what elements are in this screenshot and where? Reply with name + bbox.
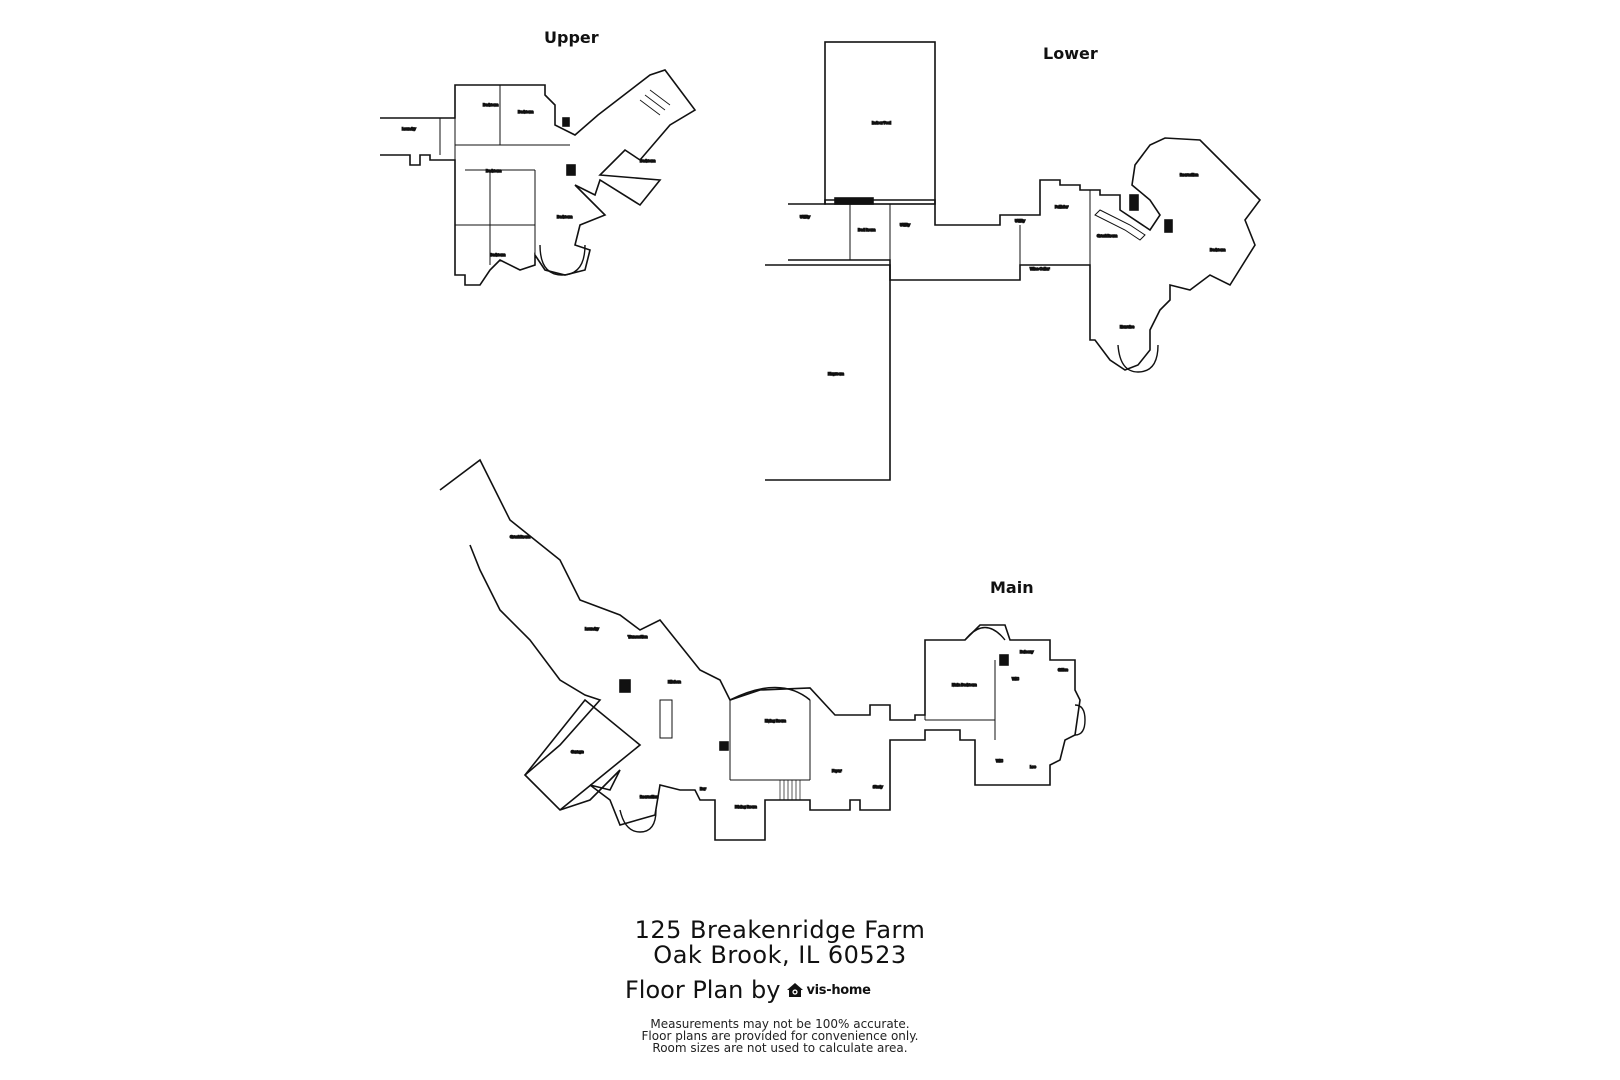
main-floor-label: Main	[990, 578, 1034, 597]
svg-text:Great Room: Great Room	[1097, 234, 1118, 238]
indoor-pool-outline	[824, 41, 936, 205]
svg-text:Bedroom: Bedroom	[483, 103, 499, 107]
svg-text:Playroom: Playroom	[828, 372, 845, 376]
svg-text:Office: Office	[1058, 668, 1068, 672]
disclaimer-line-3: Room sizes are not used to calculate are…	[652, 1041, 908, 1055]
credit-prefix: Floor Plan by	[625, 976, 781, 1004]
svg-text:Utility: Utility	[800, 215, 810, 219]
svg-text:Living Room: Living Room	[765, 719, 787, 723]
svg-text:Transaction: Transaction	[627, 635, 647, 639]
svg-text:WIC: WIC	[1012, 677, 1019, 681]
svg-text:Pellisier: Pellisier	[1055, 205, 1069, 209]
svg-text:WIC: WIC	[996, 759, 1003, 763]
svg-text:Bed Room: Bed Room	[858, 228, 876, 232]
svg-text:Bedroom: Bedroom	[486, 169, 502, 173]
svg-text:Great Room: Great Room	[510, 535, 531, 539]
svg-text:Bedroom: Bedroom	[640, 159, 656, 163]
svg-text:Foyer: Foyer	[832, 769, 842, 773]
upper-floor-label: Upper	[544, 28, 599, 47]
lower-floor-plan: Indoor Pool Bed Room Utility Pellisier G…	[765, 41, 1262, 481]
svg-text:Exercise: Exercise	[1120, 325, 1134, 329]
svg-text:Loo: Loo	[1030, 765, 1036, 769]
svg-text:Balcony: Balcony	[1020, 650, 1033, 654]
svg-text:Bedroom: Bedroom	[490, 253, 506, 257]
svg-text:Laundry: Laundry	[585, 627, 599, 631]
brand-name: vis-home	[806, 982, 871, 998]
svg-text:Study: Study	[873, 785, 883, 789]
svg-text:Utility: Utility	[1015, 219, 1025, 223]
svg-text:Kitchen: Kitchen	[668, 680, 681, 684]
upper-wall	[380, 69, 697, 286]
svg-text:Garage: Garage	[571, 750, 583, 754]
svg-text:Wine Cellar: Wine Cellar	[1030, 267, 1050, 271]
svg-text:Utility: Utility	[900, 223, 910, 227]
lower-floor-label: Lower	[1043, 44, 1098, 63]
disclaimer-line-1: Measurements may not be 100% accurate.	[650, 1017, 910, 1031]
svg-text:Recreation: Recreation	[1180, 173, 1198, 177]
svg-text:Bar: Bar	[700, 787, 706, 791]
svg-text:Laundry: Laundry	[402, 127, 416, 131]
upper-floor-plan: Bedroom Bedroom Laundry Bedroom Bedroom …	[380, 69, 697, 286]
svg-text:Bedroom: Bedroom	[518, 110, 534, 114]
house-camera-icon	[787, 983, 804, 997]
address-line-2: Oak Brook, IL 60523	[653, 941, 907, 969]
svg-text:Recreation: Recreation	[640, 795, 658, 799]
disclaimer: Measurements may not be 100% accurate. F…	[0, 1018, 1560, 1054]
main-floor-plan: Great Room Laundry Transaction Kitchen G…	[439, 458, 1086, 841]
svg-text:Main Bedroom: Main Bedroom	[952, 683, 977, 687]
svg-text:Indoor Pool: Indoor Pool	[872, 121, 891, 125]
address-line-1: 125 Breakenridge Farm	[634, 916, 926, 944]
brand-logo: vis-home	[786, 981, 871, 999]
floor-plan-credit: Floor Plan by vis-home	[625, 976, 871, 1004]
svg-text:Bedroom: Bedroom	[557, 215, 573, 219]
svg-text:Dining Room: Dining Room	[735, 805, 757, 809]
svg-text:Bedroom: Bedroom	[1210, 248, 1226, 252]
disclaimer-line-2: Floor plans are provided for convenience…	[641, 1029, 919, 1043]
